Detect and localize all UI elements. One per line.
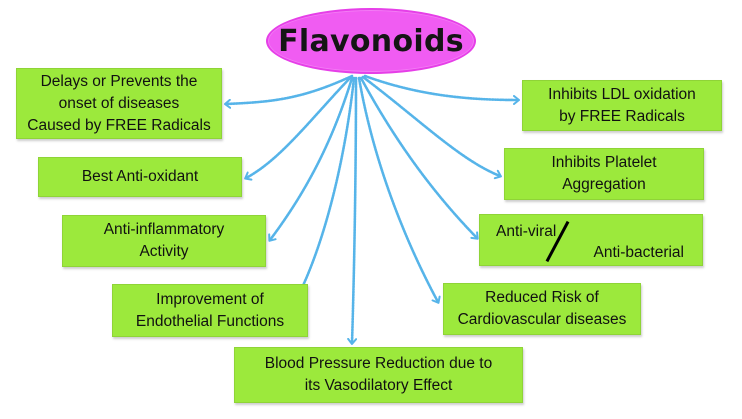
box-blood-pressure: Blood Pressure Reduction due to its Vaso… [234, 347, 523, 403]
connector-endothelial [297, 76, 356, 294]
box-cardiovascular-risk: Reduced Risk of Cardiovascular diseases [443, 283, 641, 335]
connector-ldl [363, 74, 520, 105]
box-inflammatory-line2: Activity [139, 243, 189, 260]
connector-bp [347, 76, 358, 345]
center-node-flavonoids: Flavonoids [266, 8, 476, 74]
connector-delays [224, 74, 354, 109]
box-inhibits-ldl: Inhibits LDL oxidation by FREE Radicals [522, 80, 722, 131]
connector-cardio [357, 76, 441, 304]
box-antiviral-part1: Anti-viral [496, 223, 557, 240]
box-antiviral-part2: Anti-bacterial [593, 244, 684, 261]
box-cardio-line1: Reduced Risk of [485, 289, 599, 306]
box-delays-diseases: Delays or Prevents the onset of diseases… [16, 68, 222, 139]
box-antiviral-antibacterial: Anti-viral Anti-bacterial [479, 214, 703, 266]
connector-platelet [361, 75, 502, 180]
connector-antioxidant [244, 76, 352, 181]
box-delays-line2: onset of diseases [58, 94, 180, 112]
box-antioxidant-line1: Best Anti-oxidant [81, 168, 199, 185]
box-bp-line2: its Vasodilatory Effect [304, 377, 453, 394]
box-delays-line3: Caused by FREE Radicals [27, 116, 211, 134]
box-anti-inflammatory: Anti-inflammatory Activity [62, 215, 266, 267]
center-title: Flavonoids [278, 23, 464, 59]
box-endothelial-line2: Endothelial Functions [135, 312, 285, 330]
box-endothelial-functions: Improvement of Endothelial Functions [112, 284, 308, 337]
box-ldl-line1: Inhibits LDL oxidation [548, 85, 696, 103]
box-delays-line1: Delays or Prevents the [40, 72, 198, 90]
box-best-antioxidant: Best Anti-oxidant [38, 157, 242, 197]
box-bp-line1: Blood Pressure Reduction due to [264, 355, 493, 372]
box-inflammatory-line1: Anti-inflammatory [103, 221, 225, 238]
connector-antiviral [359, 76, 479, 240]
box-platelet-line1: Inhibits Platelet [551, 154, 657, 171]
box-cardio-line2: Cardiovascular diseases [457, 311, 627, 328]
connector-inflammatory [268, 76, 354, 242]
antiviral-content: Anti-viral Anti-bacterial [488, 215, 694, 265]
box-inhibits-platelet: Inhibits Platelet Aggregation [504, 148, 704, 200]
box-ldl-line2: by FREE Radicals [559, 107, 685, 125]
box-platelet-line2: Aggregation [562, 176, 646, 193]
box-endothelial-line1: Improvement of [156, 290, 264, 308]
